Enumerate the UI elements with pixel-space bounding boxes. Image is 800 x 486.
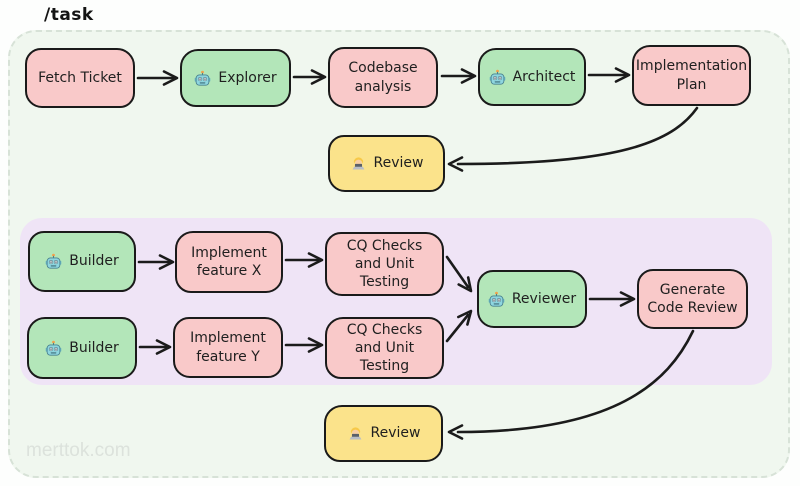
- node-reviewer: Reviewer: [477, 270, 587, 328]
- robot-icon: [489, 69, 506, 86]
- robot-icon: [194, 70, 211, 87]
- node-review-bottom: Review: [324, 405, 443, 462]
- node-label: Review: [373, 155, 424, 172]
- node-label: Explorer: [218, 69, 277, 86]
- node-architect: Architect: [478, 48, 586, 106]
- technologist-icon: [347, 425, 364, 442]
- node-builder-x: Builder: [28, 231, 136, 292]
- node-label: Review: [370, 425, 421, 442]
- node-label: Generate Code Review: [647, 281, 738, 316]
- technologist-icon: [350, 155, 367, 172]
- robot-icon: [45, 340, 62, 357]
- node-implementation-plan: Implementation Plan: [632, 45, 751, 106]
- node-label: Implement feature Y: [190, 330, 266, 365]
- node-label: Implementation Plan: [635, 58, 748, 93]
- node-implement-feature-y: Implement feature Y: [173, 317, 283, 378]
- node-review-top: Review: [328, 135, 445, 192]
- node-label: Implement feature X: [191, 244, 267, 279]
- node-label: CQ Checks and Unit Testing: [346, 321, 423, 375]
- node-fetch-ticket: Fetch Ticket: [25, 48, 135, 108]
- node-label: Reviewer: [511, 290, 577, 307]
- node-cq-checks-y: CQ Checks and Unit Testing: [325, 317, 444, 379]
- node-label: Fetch Ticket: [38, 69, 122, 86]
- node-cq-checks-x: CQ Checks and Unit Testing: [325, 232, 444, 296]
- node-builder-y: Builder: [27, 317, 137, 379]
- node-label: CQ Checks and Unit Testing: [346, 237, 423, 291]
- node-label: Builder: [69, 253, 119, 270]
- node-implement-feature-x: Implement feature X: [175, 231, 283, 293]
- node-generate-code-review: Generate Code Review: [637, 269, 748, 329]
- node-explorer: Explorer: [180, 49, 291, 107]
- node-codebase-analysis: Codebase analysis: [328, 47, 438, 108]
- robot-icon: [488, 291, 505, 308]
- node-label: Architect: [512, 68, 576, 85]
- robot-icon: [45, 253, 62, 270]
- diagram-title: /task: [44, 5, 94, 25]
- node-label: Codebase analysis: [348, 60, 418, 95]
- node-label: Builder: [69, 339, 119, 356]
- watermark: merttok.com: [26, 440, 131, 461]
